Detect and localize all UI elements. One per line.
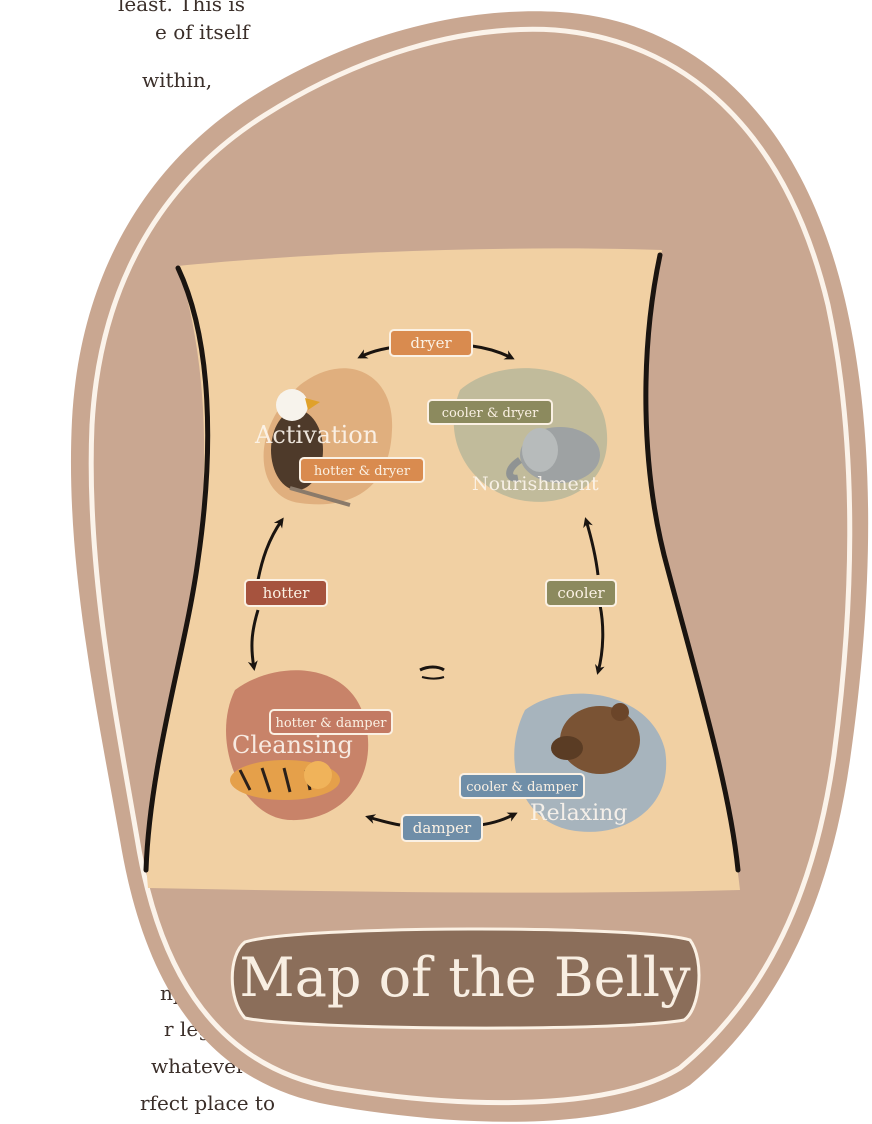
- relaxing-tag-label: cooler & damper: [466, 780, 578, 795]
- nourishment-tag: cooler & dryer: [428, 400, 552, 424]
- dryer-tag-label: dryer: [410, 334, 452, 352]
- nourishment-tag-label: cooler & dryer: [442, 406, 539, 421]
- cleansing-label: Cleansing: [232, 731, 353, 759]
- tiger-icon: [230, 760, 340, 800]
- activation-tag-label: hotter & dryer: [314, 464, 411, 479]
- cleansing-tag-label: hotter & damper: [275, 716, 387, 731]
- nourishment-label: Nourishment: [472, 473, 599, 495]
- page-title: Map of the Belly: [239, 946, 691, 1009]
- relaxing-label: Relaxing: [530, 801, 627, 826]
- activation-label: Activation: [254, 421, 378, 449]
- damper-tag-label: damper: [413, 819, 472, 837]
- title-banner: Map of the Belly: [232, 929, 699, 1028]
- cooler-tag-label: cooler: [557, 584, 605, 602]
- cooler-tag: cooler: [546, 580, 616, 606]
- relaxing-tag: cooler & damper: [460, 774, 584, 798]
- dryer-tag: dryer: [390, 330, 472, 356]
- hotter-tag-label: hotter: [263, 584, 311, 602]
- damper-tag: damper: [402, 815, 482, 841]
- hotter-tag: hotter: [245, 580, 327, 606]
- activation-tag: hotter & dryer: [300, 458, 424, 482]
